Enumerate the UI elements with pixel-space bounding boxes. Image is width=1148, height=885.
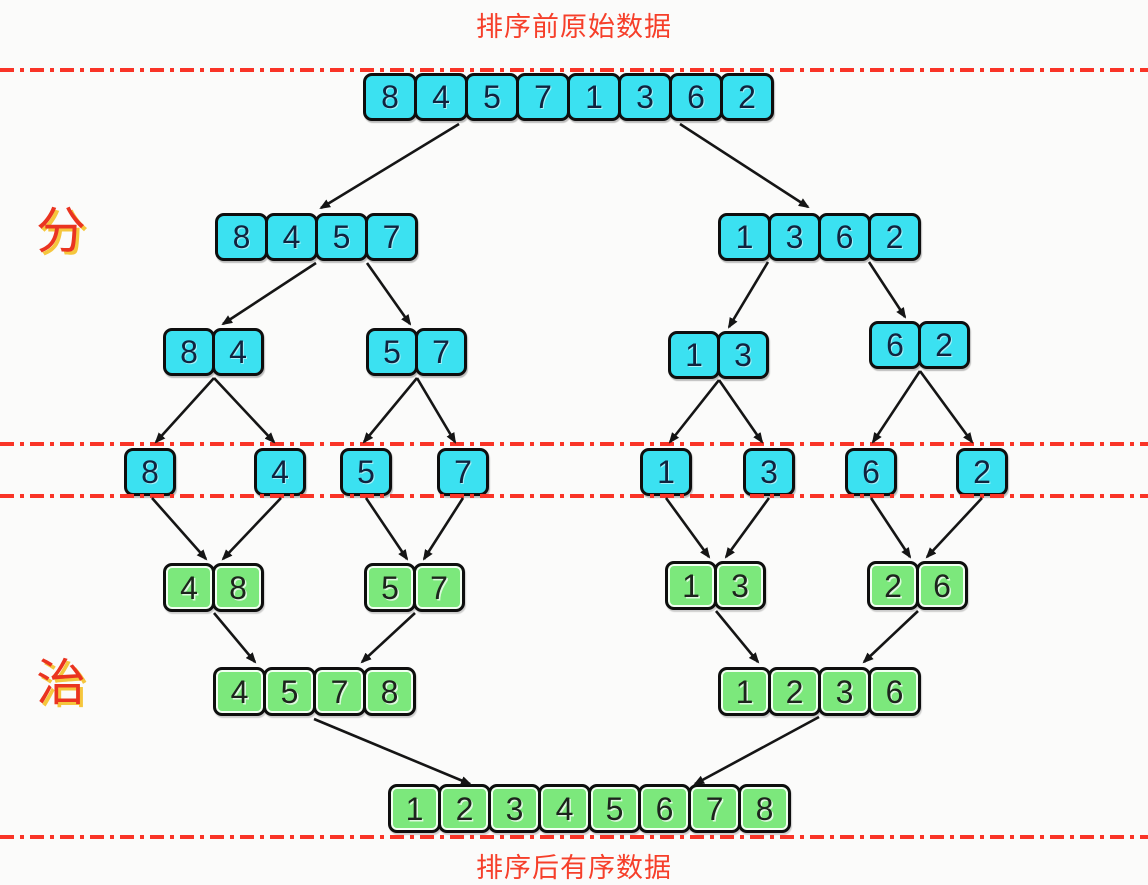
array-box: 1: [668, 331, 720, 379]
array-box: 4: [538, 784, 591, 833]
array-box: 1: [640, 448, 692, 496]
split-arrow: [717, 379, 764, 444]
split-arrow: [319, 122, 460, 210]
array-box: 5: [315, 213, 368, 261]
merge-arrow: [360, 612, 416, 664]
split-arrow: [213, 377, 276, 444]
array-box: 4: [212, 328, 264, 376]
merge-arrow: [221, 497, 282, 561]
split-arrow: [668, 379, 721, 444]
array-box: 2: [918, 321, 970, 369]
array-box: 2: [868, 213, 921, 261]
merge-arrow: [664, 497, 711, 559]
array-box: 3: [618, 73, 672, 121]
divide-label: 分: [36, 203, 86, 259]
array-box: 1: [718, 667, 771, 716]
array-box: 3: [717, 331, 769, 379]
array-box: 4: [265, 213, 318, 261]
split-arrow: [867, 261, 907, 319]
array-box: 6: [669, 73, 723, 121]
array-box: 1: [567, 73, 621, 121]
array-box: 5: [263, 667, 316, 716]
split-arrow: [365, 262, 412, 326]
split-arrow: [727, 261, 770, 329]
array-box: 8: [163, 328, 215, 376]
merge-arrow: [313, 717, 472, 786]
array-box: 3: [714, 561, 766, 610]
split-arrow: [415, 377, 457, 444]
array-box: 5: [340, 448, 392, 496]
array-box: 6: [916, 561, 968, 610]
array-box: 6: [818, 213, 871, 261]
top-caption: 排序前原始数据: [476, 12, 672, 42]
split-arrow: [154, 377, 215, 444]
array-box: 3: [743, 448, 795, 496]
array-box: 7: [413, 563, 465, 612]
array-box: 4: [213, 667, 266, 716]
array-group-row-split-singles-2: 5: [340, 448, 392, 496]
array-box: 5: [588, 784, 641, 833]
array-box: 8: [363, 73, 417, 121]
array-box: 6: [869, 321, 921, 369]
array-box: 8: [215, 213, 268, 261]
merge-arrow: [869, 497, 912, 559]
merge-arrow: [364, 497, 409, 561]
array-box: 7: [415, 328, 467, 376]
merge-arrow: [151, 497, 208, 561]
array-box: 3: [818, 667, 871, 716]
merge-arrow: [422, 497, 465, 561]
array-box: 8: [738, 784, 791, 833]
array-box: 2: [768, 667, 821, 716]
array-box: 6: [868, 667, 921, 716]
merge-arrow: [213, 612, 257, 664]
array-box: 7: [313, 667, 366, 716]
merge-arrow: [693, 715, 820, 786]
merge-arrow: [925, 497, 983, 559]
array-box: 1: [388, 784, 441, 833]
conquer-label: 治: [36, 655, 86, 711]
array-box: 4: [163, 563, 215, 612]
array-box: 2: [720, 73, 774, 121]
array-box: 5: [465, 73, 519, 121]
merge-arrow: [862, 610, 919, 664]
array-box: 7: [365, 213, 418, 261]
array-box: 8: [212, 563, 264, 612]
split-arrow: [679, 122, 810, 209]
array-box: 2: [438, 784, 491, 833]
split-arrow: [871, 370, 922, 444]
split-arrow: [221, 261, 317, 326]
merge-arrow: [714, 610, 760, 664]
merge-arrow: [724, 497, 771, 559]
split-arrow: [362, 377, 419, 444]
array-group-row-split-singles-4: 1: [640, 448, 692, 496]
split-arrow: [918, 370, 974, 444]
array-group-row-split-singles-5: 3: [743, 448, 795, 496]
connector-overlay: [0, 68, 1148, 839]
array-box: 5: [364, 563, 416, 612]
array-box: 8: [363, 667, 416, 716]
